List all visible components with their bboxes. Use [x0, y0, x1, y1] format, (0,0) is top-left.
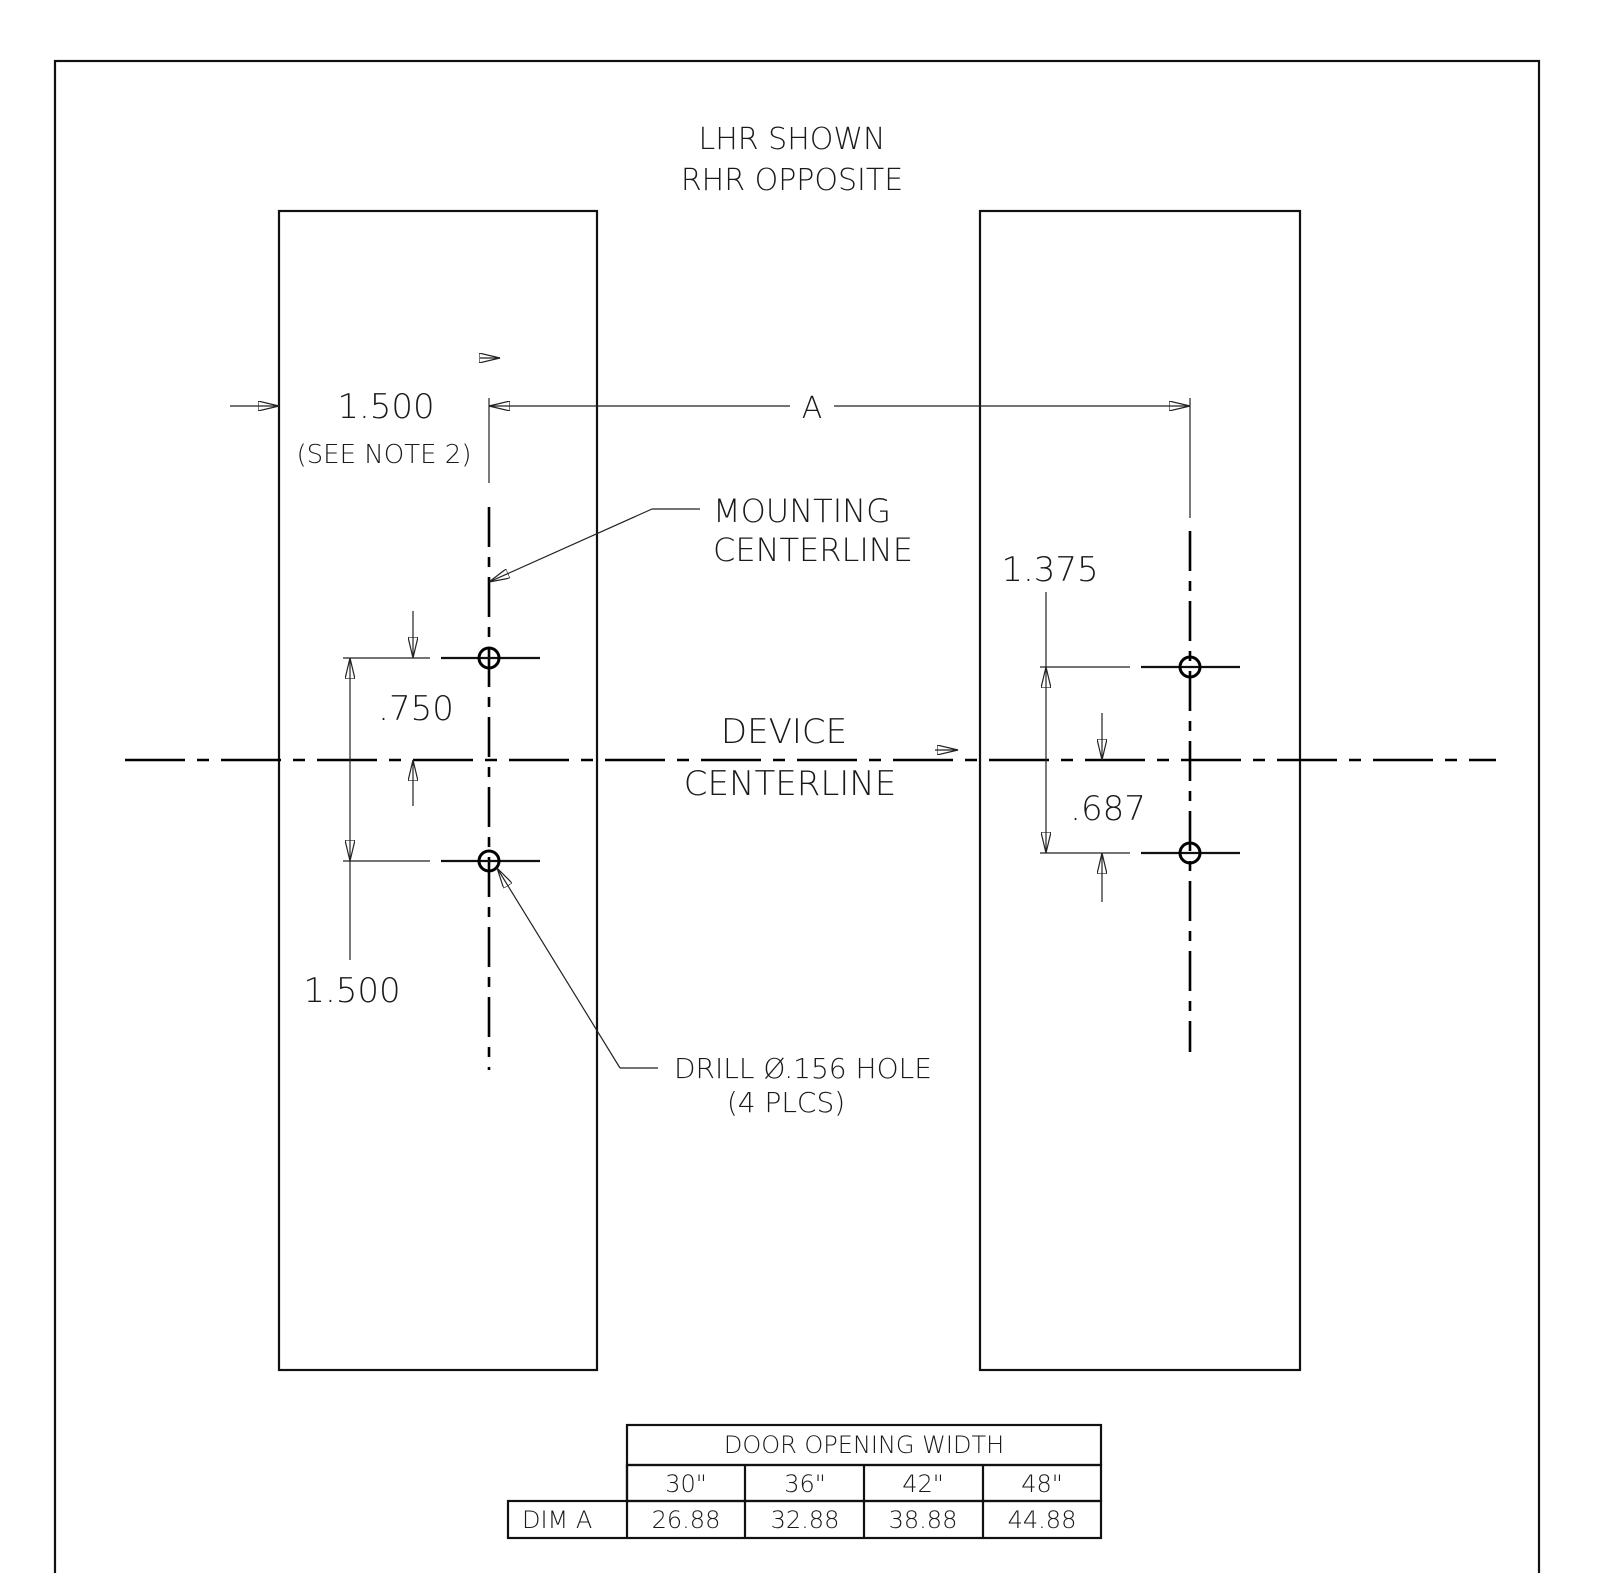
right-upper-hole: [1141, 655, 1240, 679]
right-lower-value: .687: [1070, 789, 1146, 829]
drill-leader: [497, 868, 658, 1069]
table-row-label: DIM A: [522, 1506, 592, 1534]
left-offset-note: (SEE NOTE 2): [297, 440, 472, 470]
left-lower-hole: [441, 849, 540, 873]
lower-hole-value: 1.500: [303, 971, 400, 1011]
mounting-label-2: CENTERLINE: [713, 531, 913, 569]
drill-label-1: DRILL Ø.156 HOLE: [674, 1052, 932, 1085]
dim-a-line: [489, 398, 1191, 518]
header-line-2: RHR OPPOSITE: [681, 163, 903, 198]
table-value-36: 32.88: [771, 1506, 840, 1534]
left-door-panel: [277, 209, 599, 1372]
table-value-42: 38.88: [889, 1506, 958, 1534]
mounting-leader: [489, 508, 700, 582]
lower-hole-dimension: [343, 658, 430, 960]
right-lower-hole: [1141, 841, 1240, 865]
right-upper-dimension: [1040, 592, 1130, 853]
left-offset-value: 1.500: [337, 387, 434, 427]
right-door-panel: [978, 209, 1302, 1372]
drill-label-2: (4 PLCS): [727, 1086, 845, 1119]
upper-hole-value: .750: [378, 689, 454, 729]
left-upper-hole: [441, 646, 540, 670]
device-label-2: CENTERLINE: [684, 764, 896, 804]
right-lower-dimension: [1040, 713, 1130, 902]
table-width-42: 42": [902, 1470, 944, 1498]
device-label-1: DEVICE: [721, 712, 847, 752]
table-value-48: 44.88: [1008, 1506, 1077, 1534]
mounting-label-1: MOUNTING: [713, 492, 891, 530]
table-width-48: 48": [1021, 1470, 1063, 1498]
table-width-36: 36": [784, 1470, 826, 1498]
table-value-30: 26.88: [652, 1506, 721, 1534]
left-offset-dimension: [230, 358, 500, 483]
upper-hole-dimension: [343, 611, 430, 806]
dim-table: [506, 1423, 1103, 1540]
header-line-1: LHR SHOWN: [699, 122, 886, 157]
right-upper-value: 1.375: [1001, 550, 1098, 590]
table-header: DOOR OPENING WIDTH: [724, 1431, 1004, 1459]
dim-a-label: A: [802, 391, 823, 426]
drawing-border: [53, 59, 1541, 1573]
table-width-30: 30": [665, 1470, 707, 1498]
